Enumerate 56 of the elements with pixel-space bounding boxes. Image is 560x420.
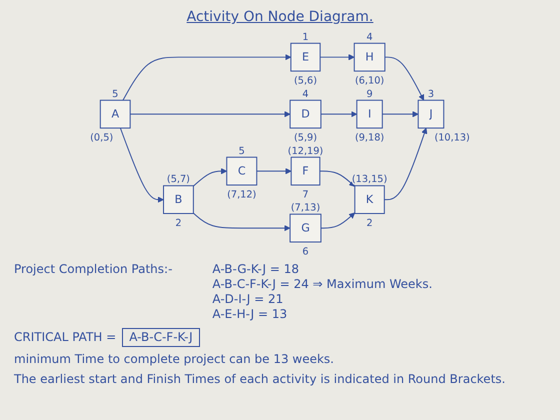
arrow [384, 128, 428, 200]
arrow [130, 111, 290, 118]
node-annotation: (5,6) [294, 76, 318, 87]
node-box: F [290, 156, 320, 186]
highlighted-path: A-B-C-F-K-J [122, 328, 200, 347]
node-annotation: 7 [302, 190, 309, 201]
node-annotation: (13,15) [352, 174, 388, 186]
node-annotation: (5,7) [166, 174, 190, 186]
node-annotation: (7,12) [227, 190, 256, 201]
node-annotation: 2 [366, 218, 373, 230]
arrow [384, 56, 424, 101]
arrow [320, 212, 356, 229]
node-annotation: 5 [112, 88, 118, 100]
node-box: A [100, 100, 131, 129]
path-sum-text: A-B-C-F-K-J = 24 ⇒ Maximum Weeks. [212, 277, 432, 292]
arrow [320, 54, 355, 60]
node-annotation: 9 [366, 88, 373, 100]
node-annotation: (0,5) [90, 132, 114, 144]
node-annotation: 4 [366, 32, 373, 43]
critical-path-label: CRITICAL PATH = [14, 330, 116, 345]
node-annotation: 1 [302, 32, 309, 43]
node-box: G [290, 214, 322, 242]
node-box: H [354, 42, 386, 72]
arrow [256, 168, 292, 174]
node-annotation: (7,13) [290, 202, 320, 214]
node-annotation: 5 [238, 146, 245, 157]
node-annotation: 6 [302, 246, 309, 258]
arrow [320, 111, 358, 118]
arrow [192, 212, 290, 232]
node-box: K [354, 185, 385, 214]
note-text: The earliest start and Finish Times of each activity is indicated in Round Brackets. [14, 372, 506, 387]
node-annotation: (6,10) [354, 76, 384, 87]
arrow [319, 170, 356, 187]
node-annotation: 3 [428, 88, 434, 100]
arrow [122, 54, 292, 101]
node-annotation: 2 [175, 218, 182, 230]
path-sum-text: A-E-H-J = 13 [212, 307, 288, 322]
diagram-title: Activity On Node Diagram. [186, 9, 374, 25]
section-heading: Project Completion Paths:- [14, 262, 172, 277]
node-annotation: (5,9) [294, 132, 318, 144]
node-box: C [226, 156, 258, 186]
node-annotation: (9,18) [354, 132, 384, 144]
path-sum-text: A-D-I-J = 21 [212, 292, 284, 307]
note-text: minimum Time to complete project can be 13 weeks. [14, 352, 334, 367]
node-box: E [290, 42, 321, 72]
arrow [192, 168, 228, 187]
node-annotation: (10,13) [434, 132, 470, 144]
path-sum-text: A-B-G-K-J = 18 [212, 262, 299, 277]
node-annotation: 4 [302, 88, 309, 100]
node-box: J [418, 100, 444, 129]
arrow [382, 111, 418, 118]
node-annotation: (12,19) [288, 146, 324, 157]
node-box: B [163, 185, 194, 214]
arrow [120, 128, 164, 203]
node-box: I [356, 100, 383, 129]
node-box: D [290, 100, 322, 129]
